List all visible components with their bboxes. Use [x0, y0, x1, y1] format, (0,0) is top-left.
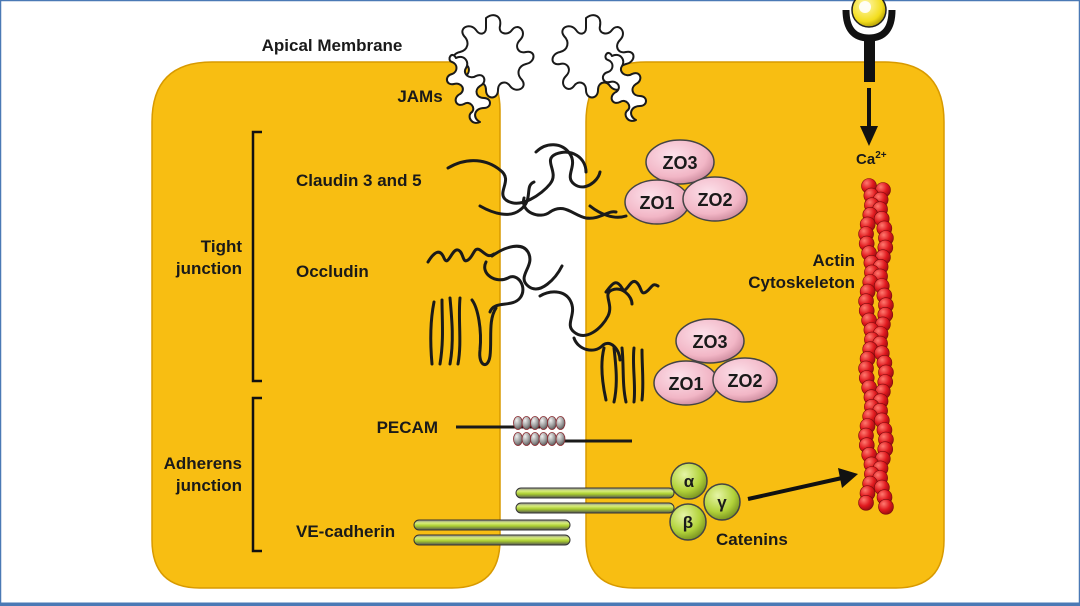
zo3-upper-label: ZO3 — [662, 153, 697, 173]
actin-bead — [858, 494, 874, 511]
zo1-lower-label: ZO1 — [668, 374, 703, 394]
gamma-symbol: γ — [717, 493, 727, 512]
ve-cadherin-bars — [413, 487, 675, 546]
pecam-bead — [521, 432, 532, 446]
pecam-bead — [547, 432, 557, 446]
pecam-bead — [513, 416, 523, 430]
tight-junction-bracket — [251, 130, 262, 383]
claudin-strands — [446, 143, 628, 220]
catenin-actin-arrow — [747, 468, 858, 501]
pecam-bead — [530, 432, 540, 446]
receptor-stem — [864, 38, 875, 82]
pecam-bead — [513, 432, 523, 446]
occludin-label: Occludin — [296, 262, 369, 281]
adherens-junction-bracket — [251, 396, 262, 553]
pecam-bead — [530, 416, 540, 430]
pecam-protein — [456, 416, 632, 446]
gamma-catenin — [703, 483, 741, 521]
receptor-arrow-head — [860, 126, 878, 146]
pecam-bead — [538, 416, 549, 430]
zo2-lower-label: ZO2 — [727, 371, 762, 391]
jam-proteins — [446, 14, 647, 124]
zo2-upper — [682, 176, 748, 222]
pecam-bead — [547, 416, 557, 430]
pecam-label: PECAM — [377, 418, 438, 437]
alpha-symbol: α — [684, 472, 695, 491]
pecam-bead — [538, 432, 549, 446]
catenin-complex: α γ β — [669, 462, 741, 541]
calcium-superscript: 2+ — [875, 150, 887, 161]
pecam-bead — [555, 432, 566, 446]
occludin-strands — [426, 244, 660, 404]
actin-label-2: Cytoskeleton — [748, 273, 855, 292]
apical-membrane-label: Apical Membrane — [262, 36, 403, 55]
zo3-lower — [675, 318, 745, 364]
tight-junction-label-1: Tight — [201, 237, 243, 256]
beta-catenin — [669, 503, 707, 541]
zo3-upper — [645, 139, 715, 185]
adherens-junction-label-2: junction — [175, 476, 242, 495]
zo-complex-upper: ZO3 ZO1 ZO2 — [624, 139, 748, 225]
actin-cytoskeleton — [858, 178, 894, 515]
calcium-label: Ca2+ — [856, 150, 887, 168]
zo2-upper-label: ZO2 — [697, 190, 732, 210]
beta-symbol: β — [683, 513, 693, 532]
pecam-bead — [521, 416, 532, 430]
adherens-junction-label-1: Adherens — [164, 454, 242, 473]
zo2-lower — [712, 357, 778, 403]
jams-label: JAMs — [397, 87, 442, 106]
left-cell — [151, 61, 501, 589]
ve-cadherin-label: VE-cadherin — [296, 522, 395, 541]
calcium-receptor — [842, 0, 896, 146]
catenins-label: Catenins — [716, 530, 788, 549]
pecam-bead — [555, 416, 566, 430]
tight-junction-label-2: junction — [175, 259, 242, 278]
zo-complex-lower: ZO3 ZO1 ZO2 — [653, 318, 778, 406]
zo3-lower-label: ZO3 — [692, 332, 727, 352]
claudin-label: Claudin 3 and 5 — [296, 171, 422, 190]
alpha-catenin — [670, 462, 708, 500]
zo1-upper-label: ZO1 — [639, 193, 674, 213]
actin-label-1: Actin — [813, 251, 856, 270]
calcium-base: Ca — [856, 151, 876, 168]
actin-bead — [878, 498, 894, 515]
